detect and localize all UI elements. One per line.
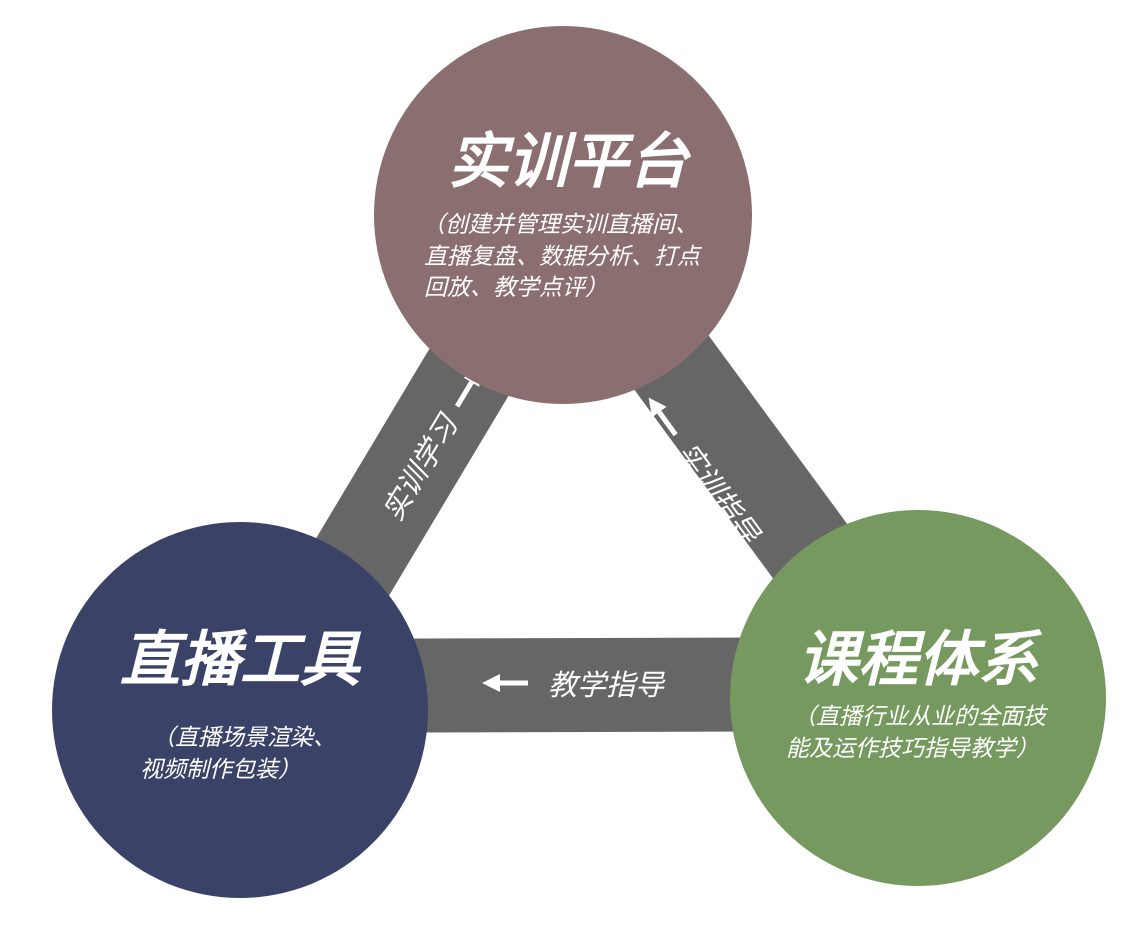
- node-tools: 直播工具 （直播场景渲染、 视频制作包装）: [52, 522, 428, 898]
- edge-bottom: 教学指导: [482, 668, 666, 702]
- arrow-icon: [482, 674, 528, 692]
- node-course: 课程体系 （直播行业从业的全面技 能及运作技巧指导教学）: [730, 510, 1106, 886]
- node-tools-circle: [52, 522, 428, 898]
- node-platform-title: 实训平台: [448, 127, 692, 197]
- node-tools-title: 直播工具: [120, 625, 362, 695]
- node-platform-desc-line-2: 直播复盘、数据分析、打点: [424, 244, 703, 270]
- node-platform-circle: [374, 26, 752, 404]
- edge-label-bottom: 教学指导: [548, 668, 666, 702]
- node-course-title: 课程体系: [798, 625, 1043, 695]
- node-platform-desc-line-1: （创建并管理实训直播间、: [422, 212, 698, 238]
- node-tools-desc-line-2: 视频制作包装）: [140, 757, 301, 783]
- node-platform-desc-line-3: 回放、教学点评）: [424, 275, 608, 301]
- node-course-circle: [730, 510, 1106, 886]
- node-platform: 实训平台 （创建并管理实训直播间、 直播复盘、数据分析、打点 回放、教学点评）: [374, 26, 752, 404]
- arrow-icon: [648, 397, 678, 437]
- node-course-desc-line-1: （直播行业从业的全面技: [793, 704, 1049, 730]
- node-tools-desc-line-1: （直播场景渲染、: [152, 725, 336, 751]
- node-course-desc-line-2: 能及运作技巧指导教学）: [786, 736, 1039, 762]
